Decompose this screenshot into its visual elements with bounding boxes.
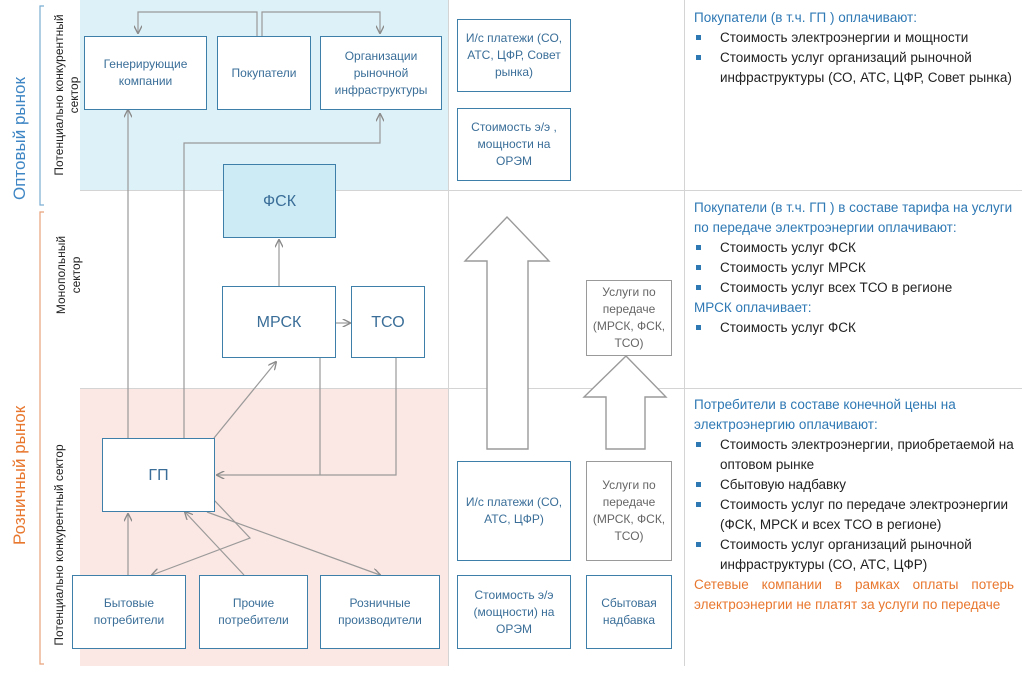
market-infrastructure-box: Организации рыночной инфраструктуры [320,36,442,110]
divider-line [448,0,449,666]
list-item: Стоимость услуг организаций рыночной инф… [694,535,1014,575]
buyers-box: Покупатели [217,36,311,110]
transfer-services-mid-box: Услуги по передаче (МРСК, ФСК, ТСО) [586,280,672,356]
bullet-icon [696,542,701,547]
monopoly-payments-panel: Покупатели (в т.ч. ГП ) в составе тарифа… [694,198,1014,338]
bullet-icon [696,285,701,290]
infrastructure-payments-top-box: И/с платежи (СО, АТС, ЦФР, Совет рынка) [457,19,571,92]
panel-header: Покупатели (в т.ч. ГП ) оплачивают: [694,10,917,25]
generating-companies-box: Генерирующие компании [84,36,207,110]
list-item: Стоимость услуг ФСК [694,238,1014,258]
list-item: Стоимость электроэнергии, приобретаемой … [694,435,1014,475]
gp-box: ГП [102,438,215,512]
list-item: Стоимость услуг ФСК [694,318,1014,338]
bullet-icon [696,442,701,447]
wholesale-market-label: Оптовый рынок [10,77,29,200]
bullet-icon [696,55,701,60]
energy-cost-bottom-box: Стоимость э/э (мощности) на ОРЭМ [457,575,571,649]
energy-cost-top-box: Стоимость э/э , мощности на ОРЭМ [457,108,571,181]
bullet-icon [696,265,701,270]
sales-markup-box: Сбытовая надбавка [586,575,672,649]
bullet-icon [696,245,701,250]
sector-label-competitive-bottom: Потенциально конкурентный сектор [52,444,66,646]
divider-line [80,388,1022,389]
wholesale-payments-panel: Покупатели (в т.ч. ГП ) оплачивают: Стои… [694,8,1014,88]
infrastructure-payments-bottom-box: И/с платежи (СО, АТС, ЦФР) [457,461,571,561]
bullet-icon [696,502,701,507]
panel-header: Потребители в составе конечной цены на э… [694,397,956,432]
sector-label-competitive-top: Потенциально конкурентный сектор [52,14,81,176]
list-item: Стоимость электроэнергии и мощности [694,28,1014,48]
up-block-arrow-large [463,215,551,450]
retail-producers-box: Розничные производители [320,575,440,649]
retail-payments-panel: Потребители в составе конечной цены на э… [694,395,1014,615]
divider-line [684,0,685,666]
network-losses-note: Сетевые компании в рамках оплаты потерь … [694,577,1014,612]
up-block-arrow-small [582,355,668,450]
household-consumers-box: Бытовые потребители [72,575,186,649]
transfer-services-bottom-box: Услуги по передаче (МРСК, ФСК, ТСО) [586,461,672,561]
list-item: Стоимость услуг по передаче электроэнерг… [694,495,1014,535]
panel-subheader: МРСК оплачивает: [694,300,812,315]
sector-label-monopoly: Монопольный сектор [54,235,83,315]
panel-header: Покупатели (в т.ч. ГП ) в составе тарифа… [694,200,1013,235]
bullet-icon [696,35,701,40]
fsk-box: ФСК [223,164,336,238]
bullet-icon [696,325,701,330]
list-item: Стоимость услуг организаций рыночной инф… [694,48,1014,88]
other-consumers-box: Прочие потребители [199,575,308,649]
list-item: Стоимость услуг МРСК [694,258,1014,278]
divider-line [80,190,1022,191]
list-item: Стоимость услуг всех ТСО в регионе [694,278,1014,298]
bullet-icon [696,482,701,487]
retail-market-label: Розничный рынок [10,405,29,545]
list-item: Сбытовую надбавку [694,475,1014,495]
mrsk-box: МРСК [222,286,336,358]
tso-box: ТСО [351,286,425,358]
